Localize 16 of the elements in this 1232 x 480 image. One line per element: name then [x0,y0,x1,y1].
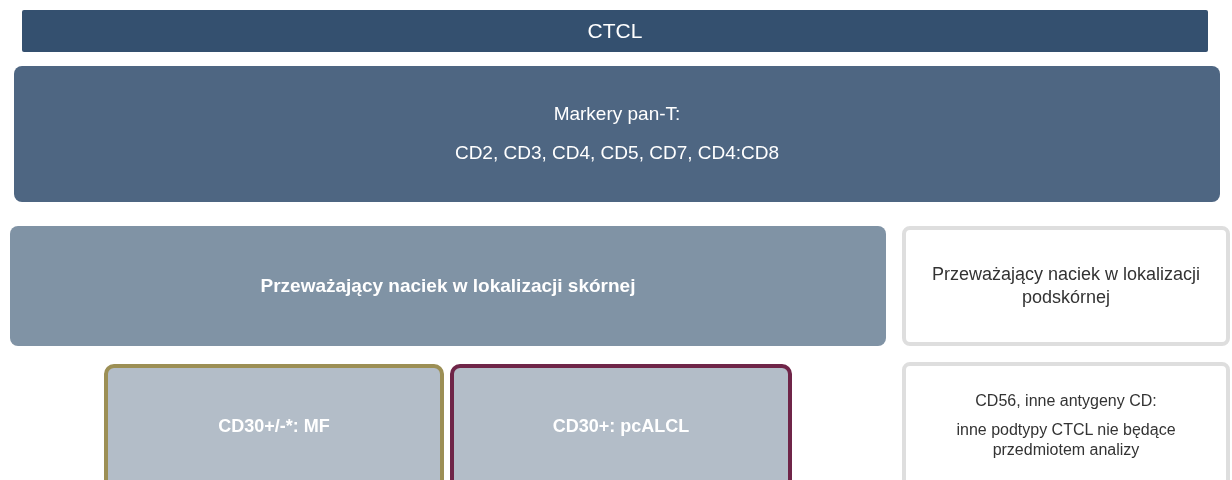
category-box [10,226,886,346]
subtype-box [450,364,792,480]
body-text: inne podtypy CTCL nie będące przedmiotem analizy [955,419,1177,461]
title-banner [22,10,1208,52]
note-box [902,362,1230,480]
category-box [902,226,1230,346]
heading-text: CTCL [587,18,643,45]
marker-box [14,66,1220,202]
heading-text: Przeważający naciek w lokalizacji skórnej [260,273,636,298]
heading-text: Przeważający naciek w lokalizacji podskórnej [930,262,1202,309]
body-text: CD2, CD3, CD4, CD5, CD7, CD4:CD8 [454,141,780,165]
subtype-box [104,364,444,480]
heading-text: Markery pan-T: [553,102,681,127]
heading-text: CD30+: pcALCL [552,415,690,439]
heading-text: CD30+/-*: MF [218,415,330,439]
heading-text: CD56, inne antygeny CD: [975,390,1157,411]
